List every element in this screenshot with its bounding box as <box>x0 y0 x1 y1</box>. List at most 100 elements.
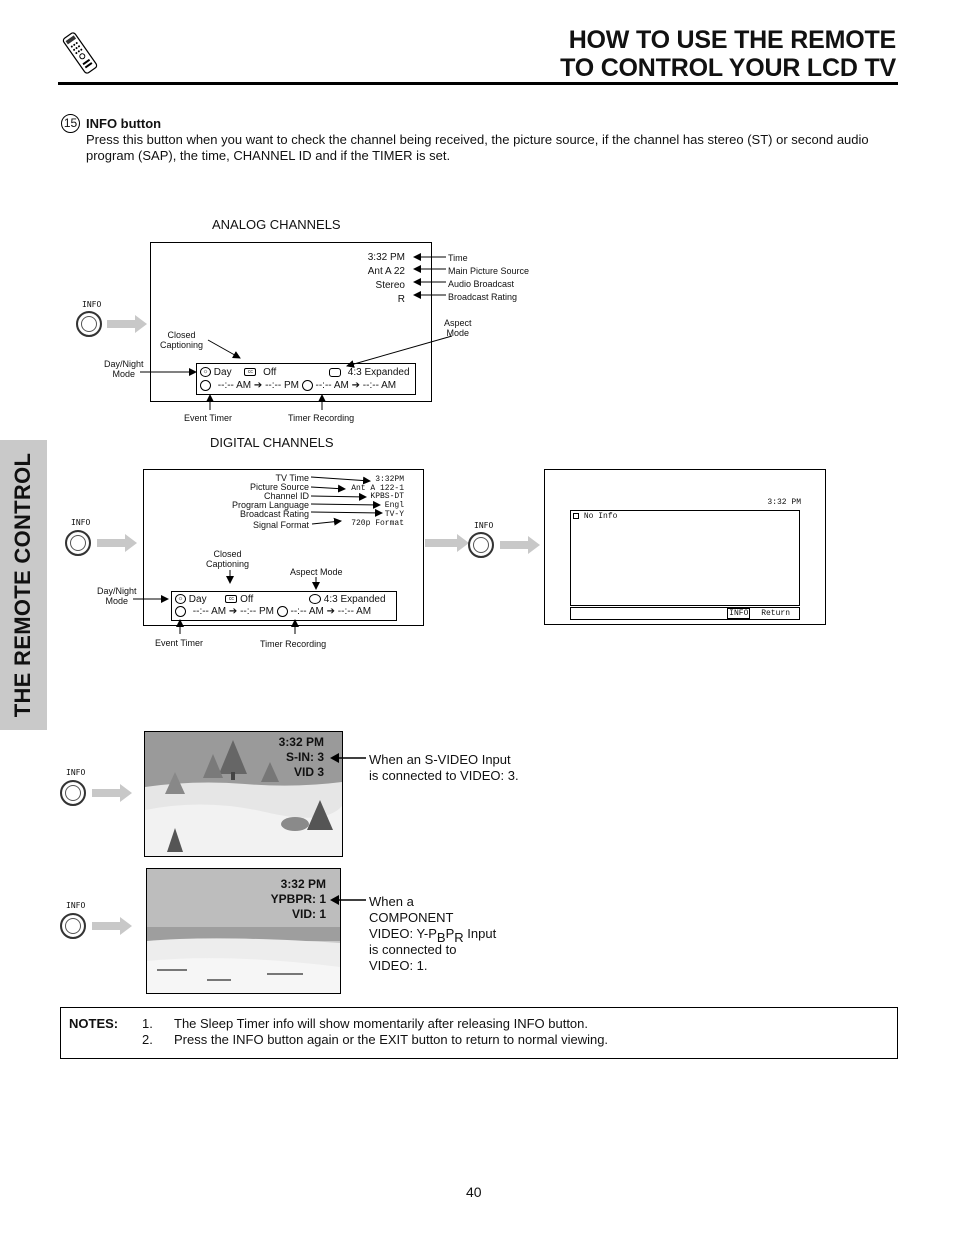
dlabel-tv-time: TV Time <box>275 473 309 483</box>
aspect-icon <box>329 367 341 377</box>
dlabel-event-timer: Event Timer <box>155 638 204 648</box>
info-button-label: INFO <box>82 300 102 309</box>
header-rule <box>58 82 898 85</box>
info-button-label: INFO <box>66 901 86 910</box>
arrow-right-icon <box>97 534 137 552</box>
noinfo-footer-action: Return <box>761 609 790 618</box>
notes-label: NOTES: <box>69 1016 119 1031</box>
intro-section: INFO button Press this button when you w… <box>86 116 898 164</box>
analog-audio: Stereo <box>375 280 405 291</box>
clock-icon <box>175 606 186 617</box>
arrow-right-icon <box>500 536 540 554</box>
component-caption: When a COMPONENT VIDEO: Y-PBPR Input is … <box>369 894 497 973</box>
dlabel-rating: Broadcast Rating <box>239 509 309 519</box>
clock-icon <box>301 380 313 391</box>
analog-heading: ANALOG CHANNELS <box>212 217 341 232</box>
dval-channel-id: KPBS-DT <box>370 492 404 502</box>
callout-source: Main Picture Source <box>448 266 530 276</box>
snow-trees-photo <box>144 731 343 857</box>
digital-heading: DIGITAL CHANNELS <box>210 435 334 450</box>
dval-rating: TV-Y <box>384 509 404 519</box>
analog-source: Ant A 22 <box>367 266 405 277</box>
arrow-right-icon <box>107 315 147 333</box>
callout-timer-recording: Timer Recording <box>288 413 355 423</box>
arrow-left-icon <box>330 895 366 905</box>
dlabel-source: Picture Source <box>249 482 309 492</box>
analog-bar-t1: --:-- AM <box>217 380 252 392</box>
beach-photo <box>146 868 341 994</box>
dlabel-aspect-mode: Aspect Mode <box>290 567 343 577</box>
side-tab <box>0 440 47 730</box>
callout-day-night: Day/Night Mode <box>104 359 144 379</box>
note-1: The Sleep Timer info will show momentari… <box>174 1016 589 1031</box>
svideo-vid: VID 3 <box>293 765 324 779</box>
dlabel-language: Program Language <box>231 500 309 510</box>
clock-icon <box>200 380 211 391</box>
component-input: YPBPR: 1 <box>270 892 326 906</box>
noinfo-screen: 3:32 PM No Info INFO Return <box>544 469 826 625</box>
digital-status-bar: ☼ Day cc Off 4:3 Expanded --:-- AM ➔ --:… <box>171 591 397 621</box>
analog-time: 3:32 PM <box>367 252 405 263</box>
aspect-icon <box>309 594 321 605</box>
digital-bar-t1: --:-- AM <box>192 606 227 618</box>
cc-icon: cc <box>225 595 238 604</box>
info-button[interactable] <box>60 780 86 806</box>
info-button[interactable] <box>65 530 91 556</box>
cc-icon: cc <box>244 368 257 377</box>
noinfo-footer: INFO Return <box>570 607 800 620</box>
arrow-right-icon <box>425 534 469 552</box>
info-button[interactable] <box>468 532 494 558</box>
callout-aspect-mode: Aspect Mode <box>444 318 472 338</box>
component-vid: VID: 1 <box>291 907 326 921</box>
arrow-icon: ➔ <box>228 606 238 618</box>
dlabel-day-night: Day/Night Mode <box>97 586 137 606</box>
digital-bar-cc: Off <box>240 594 254 605</box>
note-1-number: 1. <box>142 1016 153 1031</box>
svideo-input: S-IN: 3 <box>285 750 324 764</box>
intro-body: Press this button when you want to check… <box>86 132 869 163</box>
arrow-icon: ➔ <box>351 380 361 392</box>
info-button-label: INFO <box>71 518 91 527</box>
dlabel-channel-id: Channel ID <box>263 491 309 501</box>
arrow-right-icon <box>92 784 132 802</box>
digital-bar-t2: --:-- PM <box>240 606 274 618</box>
callout-rating: Broadcast Rating <box>448 292 518 302</box>
analog-bar-day: Day <box>213 367 232 378</box>
notes-box: NOTES: 1. The Sleep Timer info will show… <box>60 1007 898 1059</box>
side-tab-label: THE REMOTE CONTROL <box>10 452 35 718</box>
day-night-icon: ☼ <box>175 594 186 605</box>
dval-language: Engl <box>384 501 404 511</box>
callout-closed-captioning: Closed Captioning <box>160 330 204 350</box>
analog-bar-cc: Off <box>263 367 277 378</box>
svideo-time: 3:32 PM <box>278 735 324 749</box>
info-button[interactable] <box>76 311 102 337</box>
dlabel-closed-captioning: Closed Captioning <box>206 549 250 569</box>
info-button[interactable] <box>60 913 86 939</box>
digital-bar-aspect: 4:3 Expanded <box>323 594 386 605</box>
item-number-badge: 15 <box>61 114 80 133</box>
remote-icon <box>60 30 100 76</box>
analog-bar-t4: --:-- AM <box>362 380 397 392</box>
page-number: 40 <box>466 1184 482 1200</box>
noinfo-message: No Info <box>583 512 618 521</box>
component-time: 3:32 PM <box>280 877 326 891</box>
digital-screen: TV Time Picture Source Channel ID Progra… <box>143 469 424 626</box>
note-2-number: 2. <box>142 1032 153 1047</box>
dlabel-format: Signal Format <box>252 520 309 530</box>
callout-audio: Audio Broadcast <box>448 279 515 289</box>
arrow-right-icon <box>92 917 132 935</box>
dlabel-timer-recording: Timer Recording <box>260 639 327 649</box>
noinfo-footer-key: INFO <box>727 608 751 619</box>
info-button-label: INFO <box>66 768 86 777</box>
analog-status-bar: ☼ Day cc Off 4:3 Expanded --:-- AM ➔ --:… <box>196 363 416 395</box>
bullet-icon <box>573 512 579 519</box>
arrow-left-icon <box>330 753 366 763</box>
analog-screen: 3:32 PM Ant A 22 Stereo R ☼ Day cc Off 4… <box>150 242 432 402</box>
dval-time: 3:32PM <box>375 475 404 484</box>
analog-rating: R <box>397 294 405 305</box>
dval-format: 720p Format <box>351 518 404 528</box>
noinfo-time: 3:32 PM <box>767 498 801 507</box>
callout-time: Time <box>448 253 468 263</box>
day-night-icon: ☼ <box>200 367 211 378</box>
info-button-label: INFO <box>474 521 494 530</box>
